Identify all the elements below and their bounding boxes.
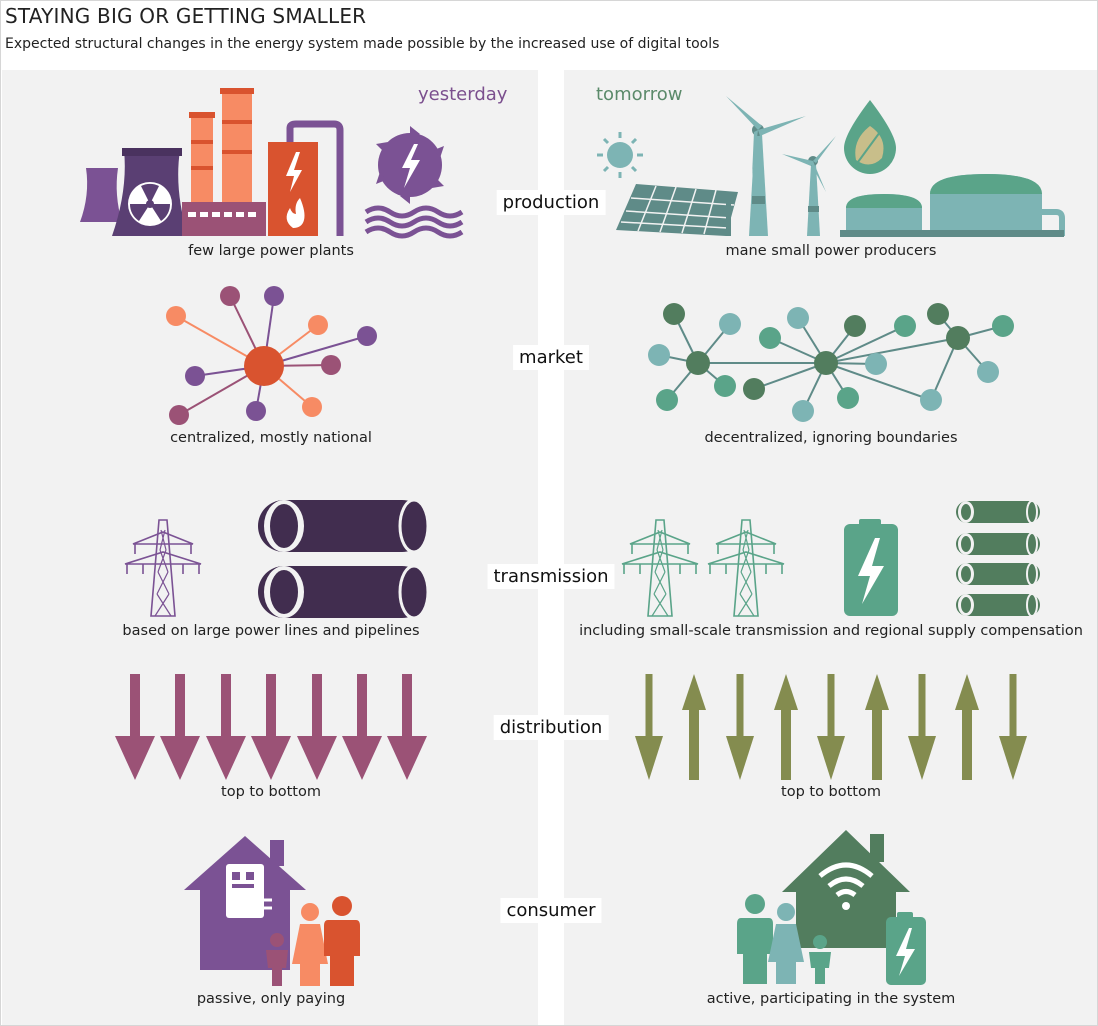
caption-production-yesterday: few large power plants [188,243,354,259]
sun-icon [597,132,643,178]
pylon-icon [707,519,785,617]
row-label-consumer: consumer [500,898,602,923]
row-label-transmission: transmission [487,564,615,589]
down-arrow-icon [115,674,427,780]
decentralized-network-icon [648,303,1014,422]
row-label-distribution: distribution [493,715,609,740]
column-heading-tomorrow: tomorrow [596,84,683,105]
caption-production-tomorrow: mane small power producers [725,243,937,259]
caption-transmission-yesterday: based on large power lines and pipelines [122,623,420,639]
caption-consumer-yesterday: passive, only paying [196,991,346,1007]
house-meter-icon [184,836,306,970]
caption-consumer-tomorrow: active, participating in the system [706,991,956,1007]
column-heading-yesterday: yesterday [418,84,508,105]
caption-market-yesterday: centralized, mostly national [170,430,372,446]
factory-chimney-icon [182,88,266,236]
battery-icon [886,912,926,985]
caption-distribution-yesterday: top to bottom [221,784,321,800]
pylon-icon [621,519,699,617]
caption-transmission-tomorrow: including small-scale transmission and r… [579,623,1083,639]
house-wifi-icon [782,830,910,948]
solar-panel-icon [616,184,738,236]
wind-turbine-icon [726,96,836,236]
distribution-arrows-tomorrow [635,674,1027,780]
page-title: STAYING BIG OR GETTING SMALLER [5,4,367,28]
pipeline-icon [955,500,1041,617]
row-label-market: market [513,345,589,370]
row-label-production: production [496,190,606,215]
family-icon [266,896,360,986]
battery-icon [844,519,898,616]
pipeline-icon [256,498,430,620]
nuclear-plant-icon [112,148,188,236]
biogas-plant-icon [840,174,1065,237]
pylon-icon [124,519,202,617]
power-station-icon [268,120,344,236]
hydro-turbine-icon [364,126,464,239]
caption-market-tomorrow: decentralized, ignoring boundaries [704,430,958,446]
biofuel-drop-icon [844,100,896,174]
page-subtitle: Expected structural changes in the energ… [5,36,720,52]
caption-distribution-tomorrow: top to bottom [781,784,881,800]
central-hub-network-icon [166,286,377,425]
family-icon [737,894,831,984]
cooling-tower-icon [80,168,122,222]
